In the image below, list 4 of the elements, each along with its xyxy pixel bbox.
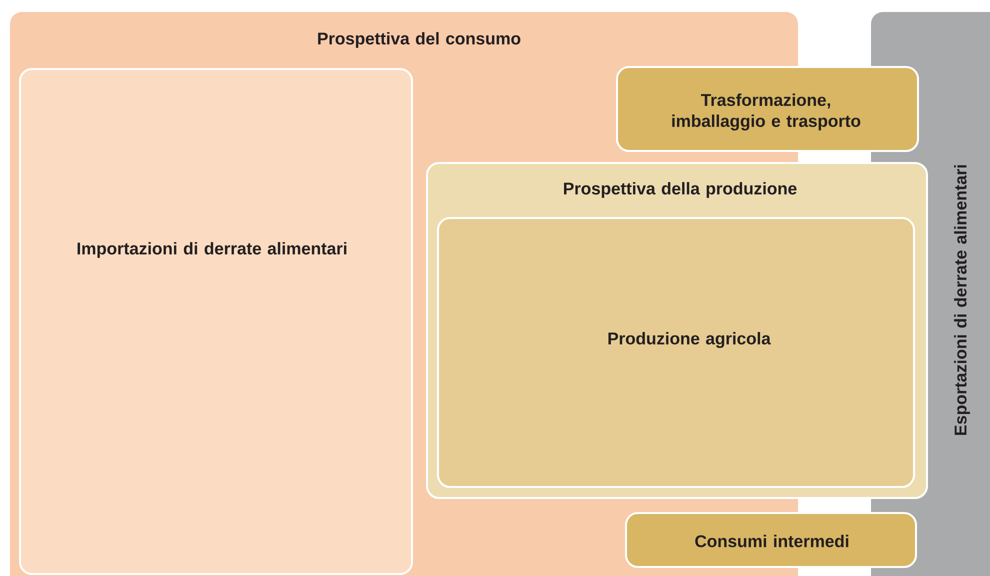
box: Trasformazione, imballaggio e trasporto — [616, 66, 919, 152]
box: Produzione agricola — [437, 217, 915, 488]
box: Consumi intermedi — [625, 512, 917, 568]
panel: Importazioni di derrate alimentari — [19, 68, 413, 575]
